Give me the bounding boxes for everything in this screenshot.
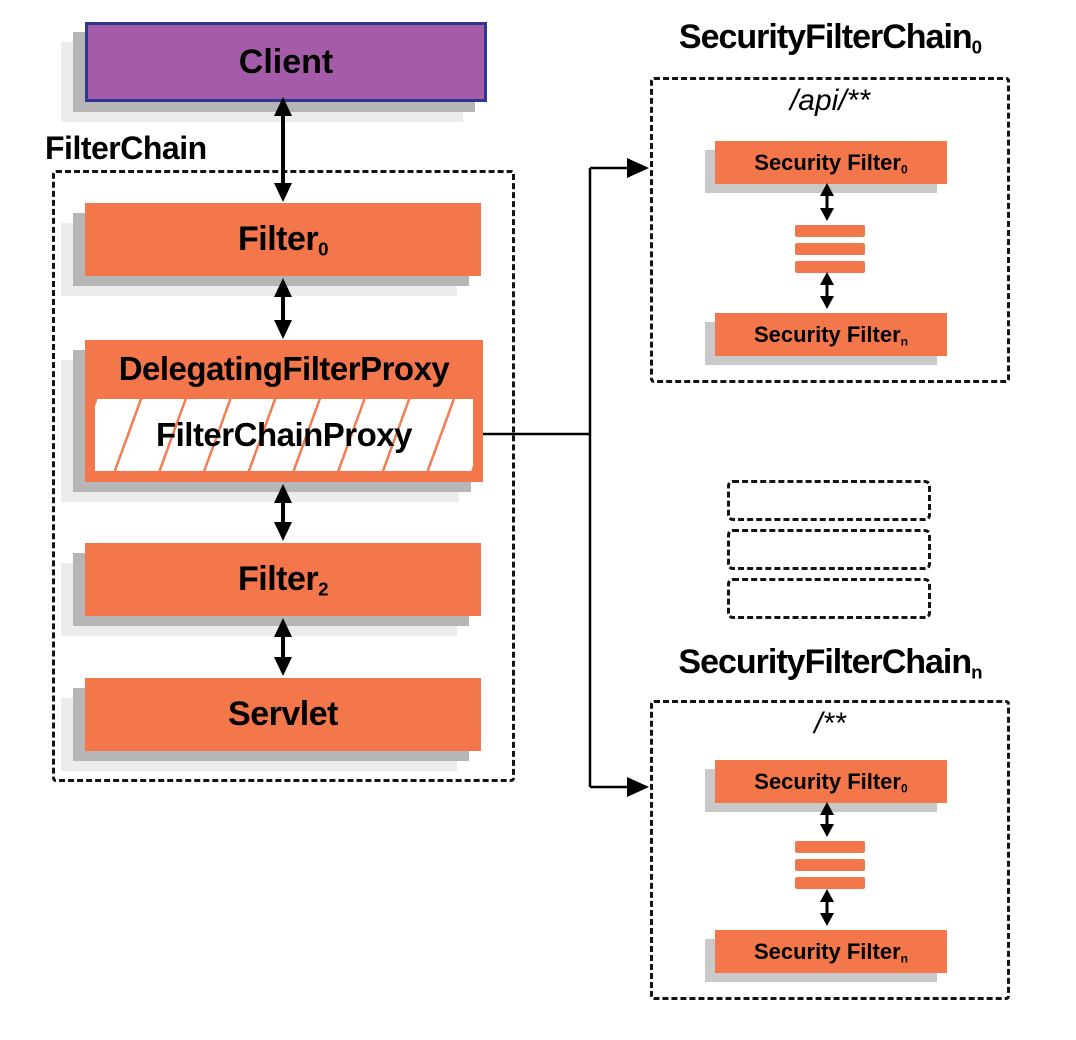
security-filter-chain-n-title: SecurityFilterChainn bbox=[678, 643, 982, 683]
collapsed-chain-placeholder bbox=[727, 529, 931, 570]
security-filter-0-box-chain0: Security Filter0 bbox=[715, 141, 947, 184]
ellipsis-bar bbox=[795, 877, 865, 889]
filter2-label: Filter2 bbox=[237, 560, 329, 600]
ellipsis-bar bbox=[795, 225, 865, 237]
security-filter-n-box-chainN: Security Filtern bbox=[715, 930, 947, 973]
ellipsis-bar bbox=[795, 859, 865, 871]
security-filter-0-label-chainN: Security Filter0 bbox=[754, 768, 908, 796]
ellipsis-bar bbox=[795, 261, 865, 273]
ellipsis-bar bbox=[795, 841, 865, 853]
url-pattern-label-0: /api/** bbox=[789, 84, 871, 117]
collapsed-chain-placeholder bbox=[727, 480, 931, 521]
security-filter-chain-n-container: /** Security Filter0 Security Filtern bbox=[650, 700, 1010, 1000]
security-filter-n-label-chain0: Security Filtern bbox=[753, 321, 909, 349]
servlet-label: Servlet bbox=[228, 695, 338, 733]
delegating-filter-proxy-label: DelegatingFilterProxy bbox=[118, 349, 450, 387]
collapsed-chain-placeholder bbox=[727, 578, 931, 619]
filter-chain-proxy-box: FilterChainProxy bbox=[93, 397, 475, 473]
security-filter-n-box-chain0: Security Filtern bbox=[715, 313, 947, 356]
ellipsis-bar bbox=[795, 243, 865, 255]
client-label: Client bbox=[238, 42, 334, 81]
filter0-label: Filter0 bbox=[237, 220, 329, 260]
filter-chain-proxy-label: FilterChainProxy bbox=[155, 416, 413, 453]
url-pattern-label-n: /** bbox=[814, 707, 846, 740]
security-filter-0-box-chainN: Security Filter0 bbox=[715, 760, 947, 803]
security-filter-n-label-chainN: Security Filtern bbox=[753, 938, 909, 966]
filter0-box: Filter0 bbox=[85, 203, 481, 276]
branch-arrowhead-top bbox=[627, 158, 649, 178]
client-box: Client bbox=[85, 22, 487, 102]
delegating-filter-proxy-box: DelegatingFilterProxy FilterChainProxy bbox=[85, 340, 483, 482]
filterchain-title: FilterChain bbox=[45, 130, 207, 166]
security-filter-chain-0-container: /api/** Security Filter0 Security Filter… bbox=[650, 77, 1010, 383]
servlet-box: Servlet bbox=[85, 678, 481, 751]
filter2-box: Filter2 bbox=[85, 543, 481, 616]
security-filter-chain-0-title: SecurityFilterChain0 bbox=[678, 18, 982, 58]
branch-arrowhead-bottom bbox=[627, 777, 649, 797]
security-filter-0-label-chain0: Security Filter0 bbox=[754, 149, 908, 177]
